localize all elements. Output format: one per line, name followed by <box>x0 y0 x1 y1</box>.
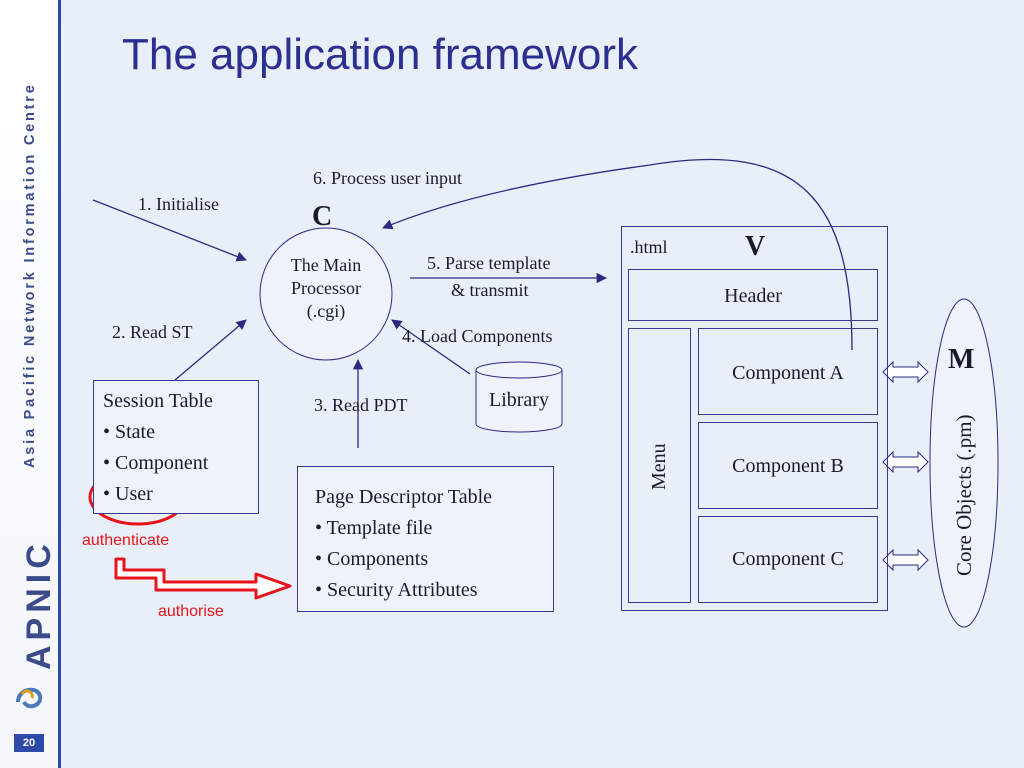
component-b-box <box>698 422 878 509</box>
authenticate-label: authenticate <box>82 532 170 549</box>
load-components-arrow <box>391 319 471 375</box>
read-pdt-label: 3. Read PDT <box>314 395 408 415</box>
processor-label: The Main Processor (.cgi) <box>276 254 376 323</box>
core-objects-node <box>929 298 999 628</box>
controller-label: C <box>312 201 333 232</box>
initialise-label: 1. Initialise <box>138 194 219 214</box>
component-b-link <box>882 450 929 474</box>
load-components-label: 4. Load Components <box>402 326 553 346</box>
component-a-label: Component A <box>732 362 844 384</box>
pdt-item-security: • Security Attributes <box>315 579 478 601</box>
processor-line-1: The Main <box>290 255 362 275</box>
pdt-item-template: • Template file <box>315 517 433 539</box>
menu-box <box>628 328 691 603</box>
transmit-label: & transmit <box>451 280 529 300</box>
model-label: M <box>948 344 975 375</box>
component-a-box <box>698 328 878 415</box>
apnic-swirl-icon <box>16 687 43 709</box>
component-c-link <box>882 548 929 572</box>
header-box <box>628 269 878 321</box>
sidebar: Asia Pacific Network Information Centre … <box>0 0 61 768</box>
pdt-text: Page Descriptor Table • Template file • … <box>315 482 492 606</box>
header-label: Header <box>724 285 782 307</box>
menu-label: Menu <box>648 443 670 490</box>
session-item-user: • User <box>103 483 153 505</box>
parse-template-label: 5. Parse template <box>427 253 551 273</box>
authorise-label: authorise <box>158 603 224 620</box>
initialise-arrow <box>92 199 247 262</box>
pdt-box <box>297 466 554 612</box>
session-table-text: Session Table • State • Component • User <box>103 386 213 510</box>
processor-line-2: Processor <box>291 278 361 298</box>
library-label: Library <box>489 389 549 411</box>
process-input-arrow <box>382 158 853 351</box>
main-processor-node <box>259 227 393 361</box>
read-st-arrow <box>174 319 247 381</box>
pdt-item-components: • Components <box>315 548 429 570</box>
session-table-box <box>93 380 259 514</box>
pdt-title: Page Descriptor Table <box>315 486 493 508</box>
html-label: .html <box>630 237 668 257</box>
component-c-label: Component C <box>732 548 844 570</box>
component-a-link <box>882 360 929 384</box>
page-number: 20 <box>14 734 44 752</box>
component-b-label: Component B <box>732 455 844 477</box>
library-cylinder <box>475 361 563 433</box>
process-input-label: 6. Process user input <box>313 168 462 188</box>
slide-title: The application framework <box>122 30 639 79</box>
html-view-frame <box>621 226 888 611</box>
view-label: V <box>745 231 766 262</box>
processor-line-3: (.cgi) <box>306 301 346 321</box>
session-item-state: • State <box>103 421 155 443</box>
session-table-title: Session Table <box>103 390 213 412</box>
session-item-component: • Component <box>103 452 209 474</box>
read-st-label: 2. Read ST <box>112 322 193 342</box>
core-objects-label: Core Objects (.pm) <box>952 414 976 576</box>
authorise-arrow <box>114 557 292 600</box>
component-c-box <box>698 516 878 603</box>
